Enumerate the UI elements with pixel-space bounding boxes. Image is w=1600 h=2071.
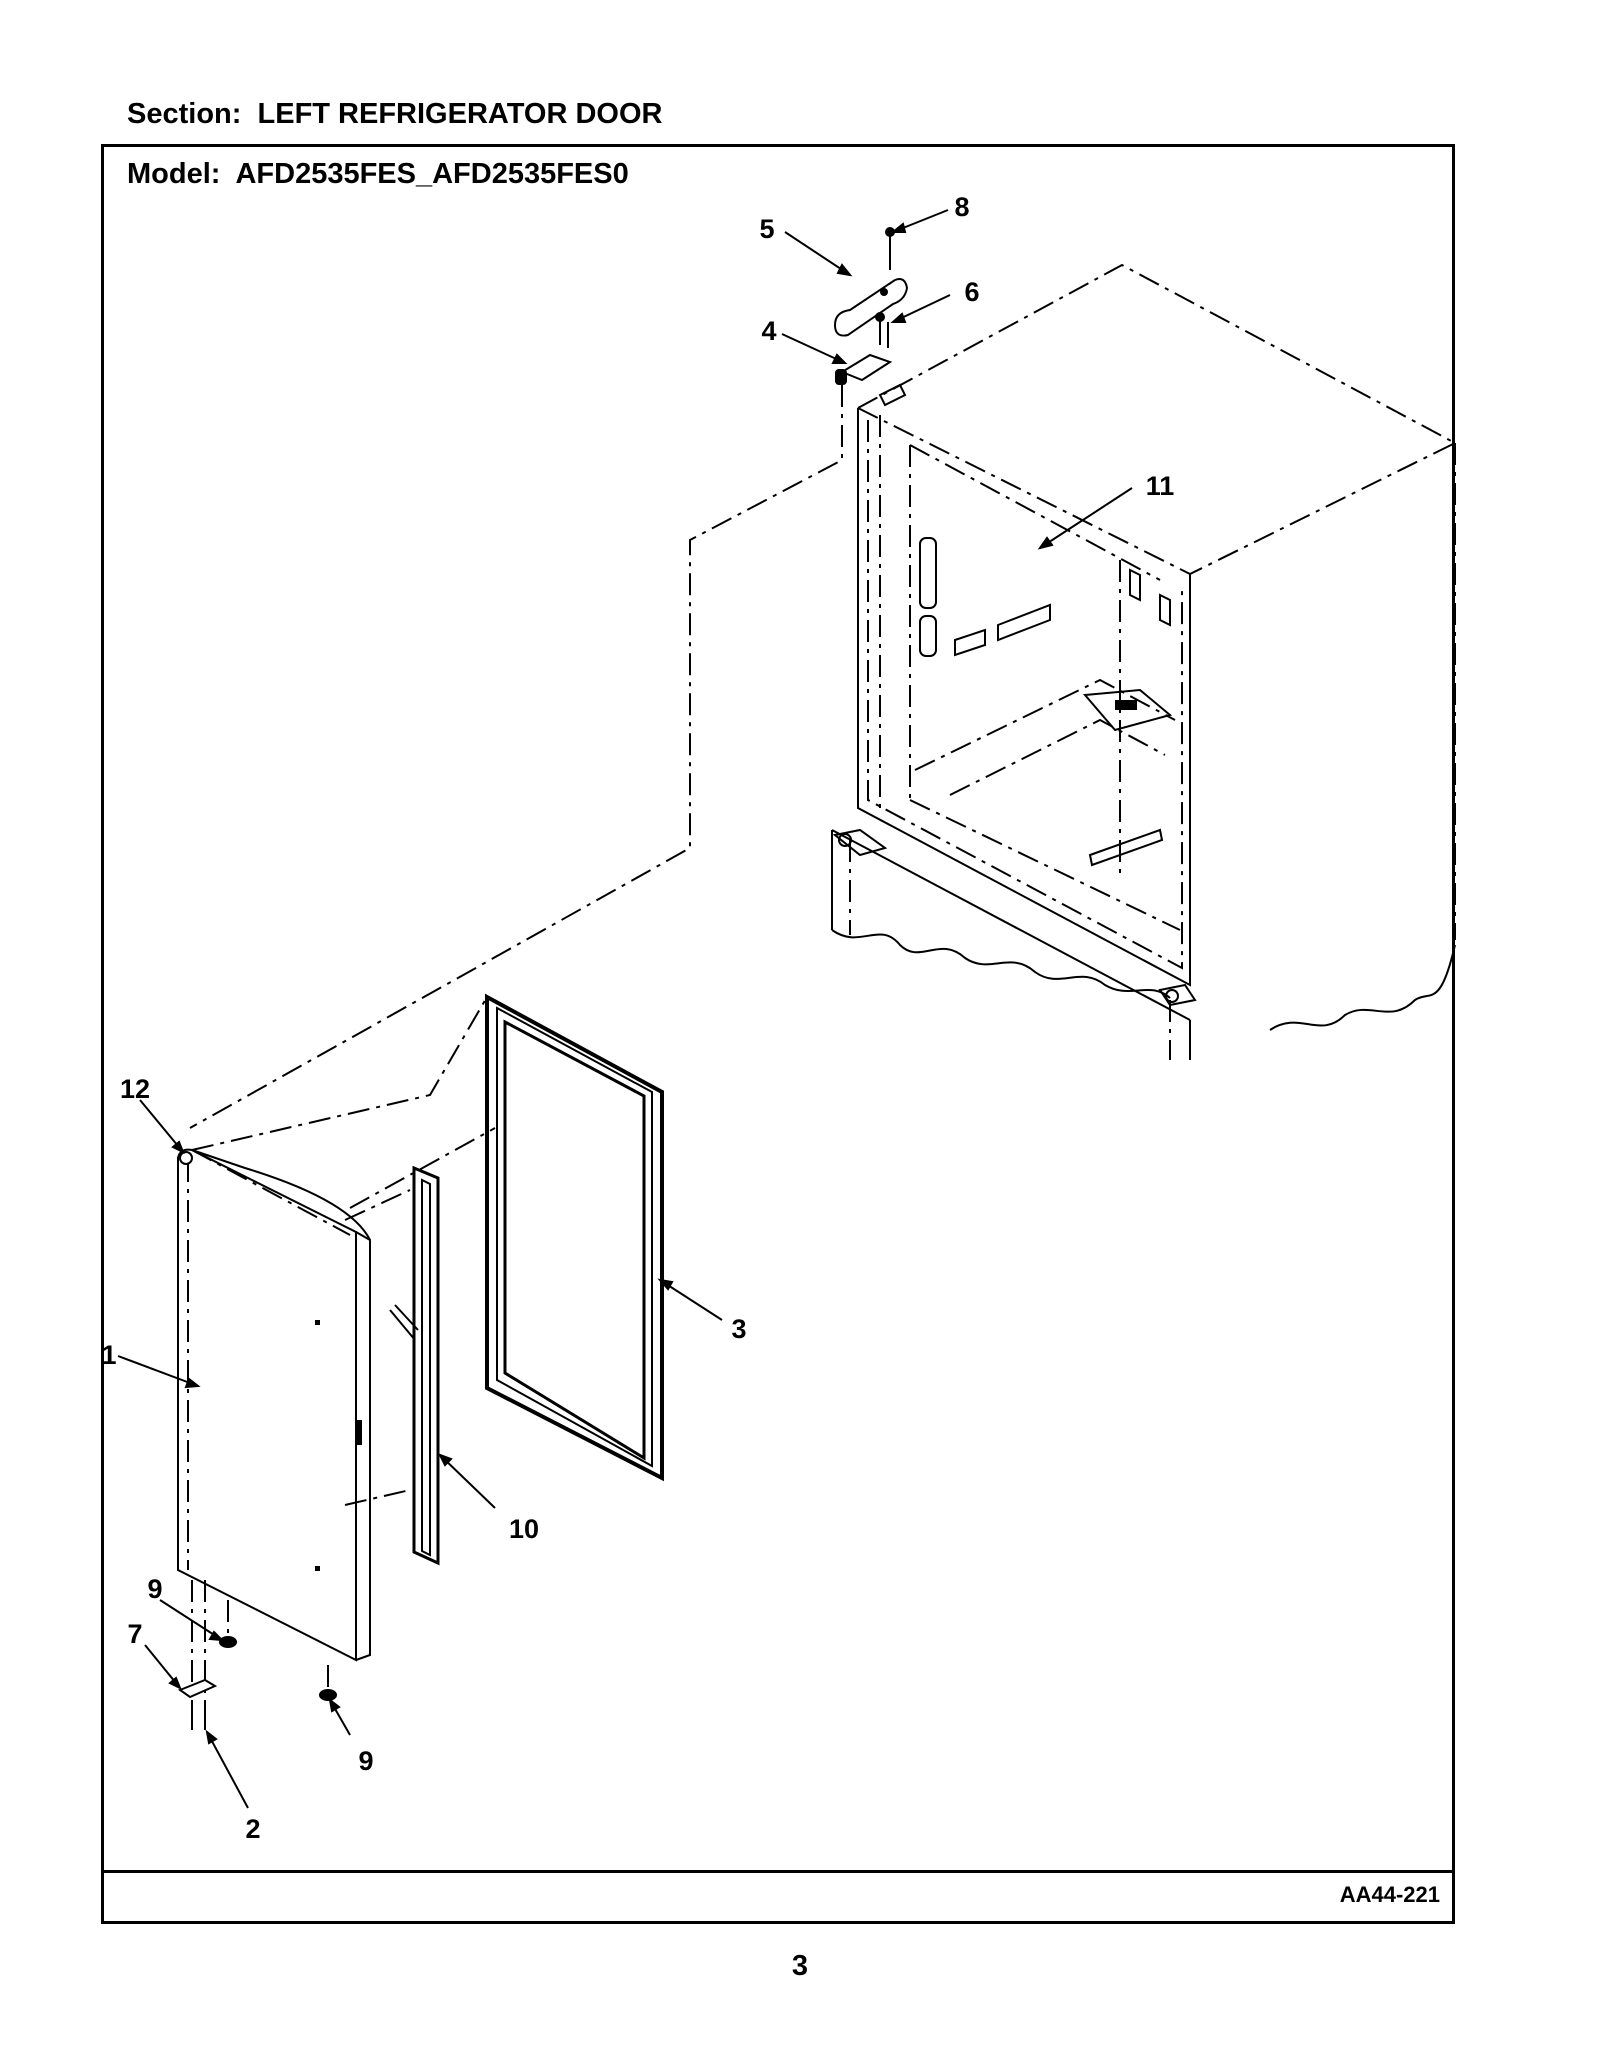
section-title: Section: LEFT REFRIGERATOR DOOR [127, 98, 663, 130]
footer-divider [101, 1870, 1455, 1873]
door-strip-drawing [389, 1165, 440, 1566]
callout-5: 5 [759, 214, 774, 244]
callout-4: 4 [761, 316, 776, 346]
page-number: 3 [791, 1950, 809, 1982]
model-title: Model: AFD2535FES_AFD2535FES0 [127, 158, 629, 190]
bottom-hinge-parts [177, 1580, 337, 1730]
diagram-frame [101, 144, 1455, 1924]
leader-lines [117, 209, 1133, 1809]
callout-11: 11 [1146, 471, 1175, 501]
callout-9-lower: 9 [358, 1746, 373, 1776]
callout-7: 7 [127, 1619, 142, 1649]
top-hinge-parts [189, 227, 909, 1129]
cabinet-drawing [831, 263, 1458, 1060]
callout-6: 6 [964, 277, 979, 307]
drawing-id: AA44-221 [1339, 1882, 1440, 1907]
callout-2: 2 [245, 1814, 260, 1844]
door-drawing [177, 996, 496, 1662]
door-gasket-drawing [485, 993, 664, 1482]
callout-9-upper: 9 [147, 1574, 162, 1604]
callout-12: 12 [120, 1074, 150, 1104]
callout-10: 10 [509, 1514, 539, 1544]
callout-8: 8 [954, 192, 969, 222]
callout-3: 3 [731, 1314, 746, 1344]
callout-1: 1 [101, 1340, 116, 1370]
